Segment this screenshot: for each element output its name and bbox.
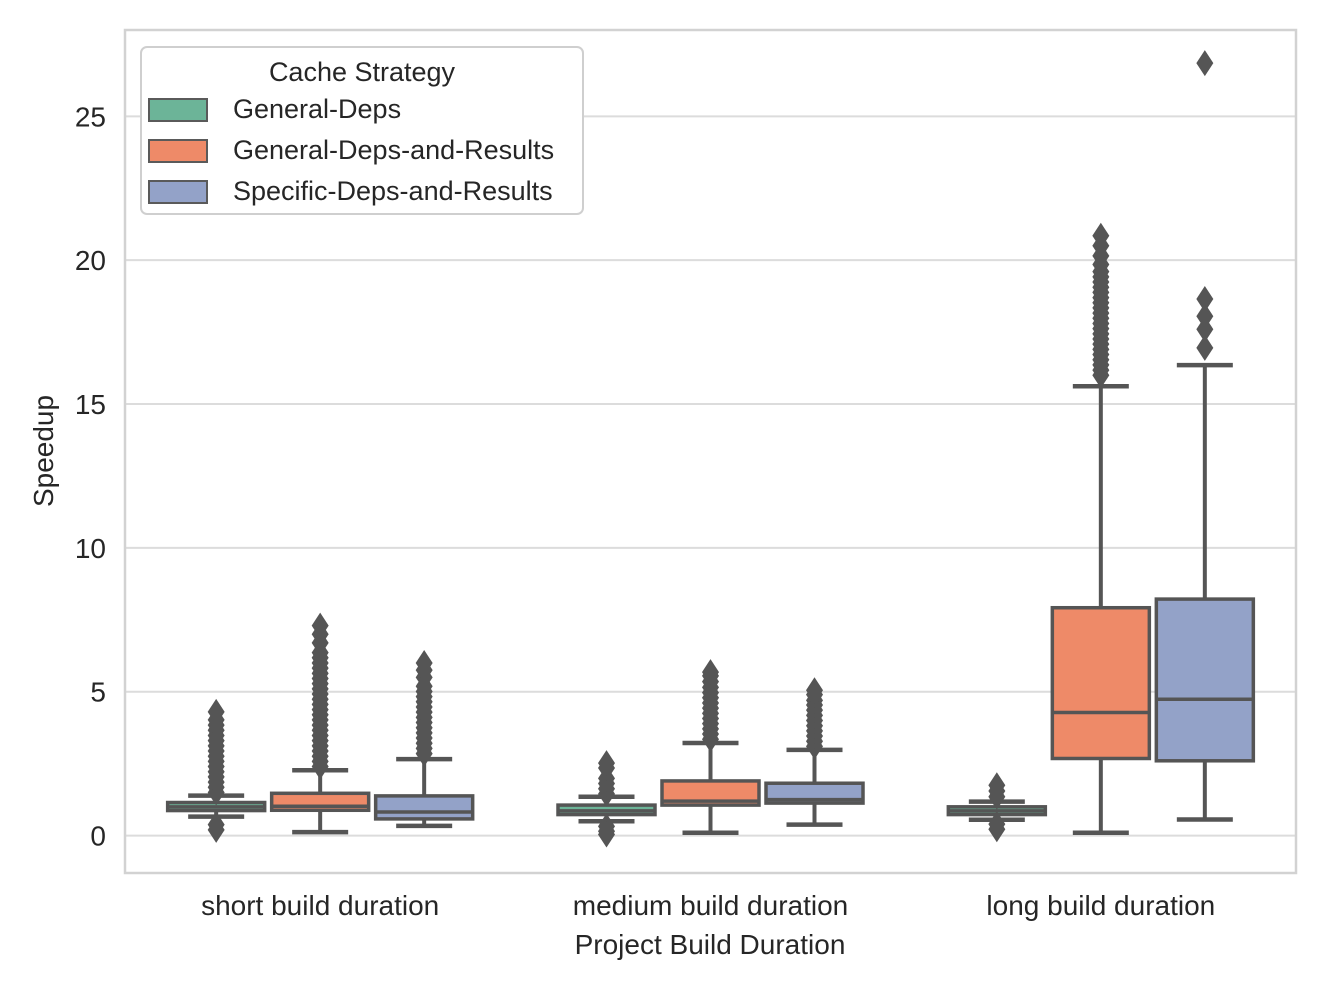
x-axis-label: Project Build Duration <box>574 929 846 960</box>
legend-label: Specific-Deps-and-Results <box>233 176 553 206</box>
y-tick-labels: 0 5 10 15 20 25 <box>75 101 106 851</box>
y-tick-label: 15 <box>75 389 106 420</box>
box-rect <box>1050 605 1152 761</box>
box-General-Deps-and-Results-1 <box>660 659 761 835</box>
legend-swatch-icon <box>148 138 208 163</box>
legend-swatch-icon <box>148 97 208 122</box>
outlier-diamond <box>1196 303 1214 330</box>
box-Specific-Deps-and-Results-1 <box>764 677 865 827</box>
y-tick-label: 25 <box>75 101 106 132</box>
y-axis-label: Speedup <box>28 394 59 508</box>
outlier-diamond <box>1196 286 1214 313</box>
outlier-diamond <box>1092 222 1110 249</box>
box-General-Deps-0 <box>165 698 267 843</box>
box-General-Deps-1 <box>556 750 657 848</box>
box-Specific-Deps-and-Results-2 <box>1154 50 1256 822</box>
box-rect <box>1154 597 1256 763</box>
outlier-diamond <box>1196 50 1214 77</box>
outlier-diamond <box>598 821 615 848</box>
legend-title: Cache Strategy <box>268 57 456 87</box>
box-Specific-Deps-and-Results-0 <box>373 649 475 829</box>
x-tick-label: long build duration <box>986 890 1215 921</box>
outlier-diamond <box>1196 334 1214 361</box>
outlier-diamond <box>415 649 433 676</box>
legend-row: General-Deps-and-Results <box>142 130 582 171</box>
x-tick-label: short build duration <box>201 890 439 921</box>
legend-label: General-Deps-and-Results <box>233 135 555 165</box>
y-tick-label: 5 <box>90 677 106 708</box>
box-General-Deps-2 <box>946 772 1048 843</box>
legend-label: General-Deps <box>233 94 402 124</box>
box-General-Deps-and-Results-2 <box>1050 222 1152 835</box>
legend-row: Specific-Deps-and-Results <box>142 171 582 212</box>
outlier-diamond <box>207 698 225 725</box>
outlier-diamond <box>702 659 719 686</box>
y-tick-label: 10 <box>75 533 106 564</box>
x-tick-label: medium build duration <box>573 890 849 921</box>
y-tick-label: 20 <box>75 245 106 276</box>
y-tick-label: 0 <box>90 821 106 852</box>
outlier-diamond <box>598 750 615 777</box>
box-rect <box>373 794 475 821</box>
outlier-diamond <box>806 677 823 704</box>
outlier-diamond <box>311 612 329 639</box>
outlier-diamond <box>207 811 225 838</box>
legend-row: General-Deps <box>142 89 582 130</box>
outlier-diamond <box>988 816 1006 843</box>
x-tick-labels: short build duration medium build duratio… <box>201 890 1215 921</box>
legend-swatch-icon <box>148 179 208 204</box>
boxes <box>165 50 1256 848</box>
box-General-Deps-and-Results-0 <box>269 612 371 835</box>
plot-frame <box>123 28 1298 875</box>
outlier-diamond <box>988 772 1006 799</box>
